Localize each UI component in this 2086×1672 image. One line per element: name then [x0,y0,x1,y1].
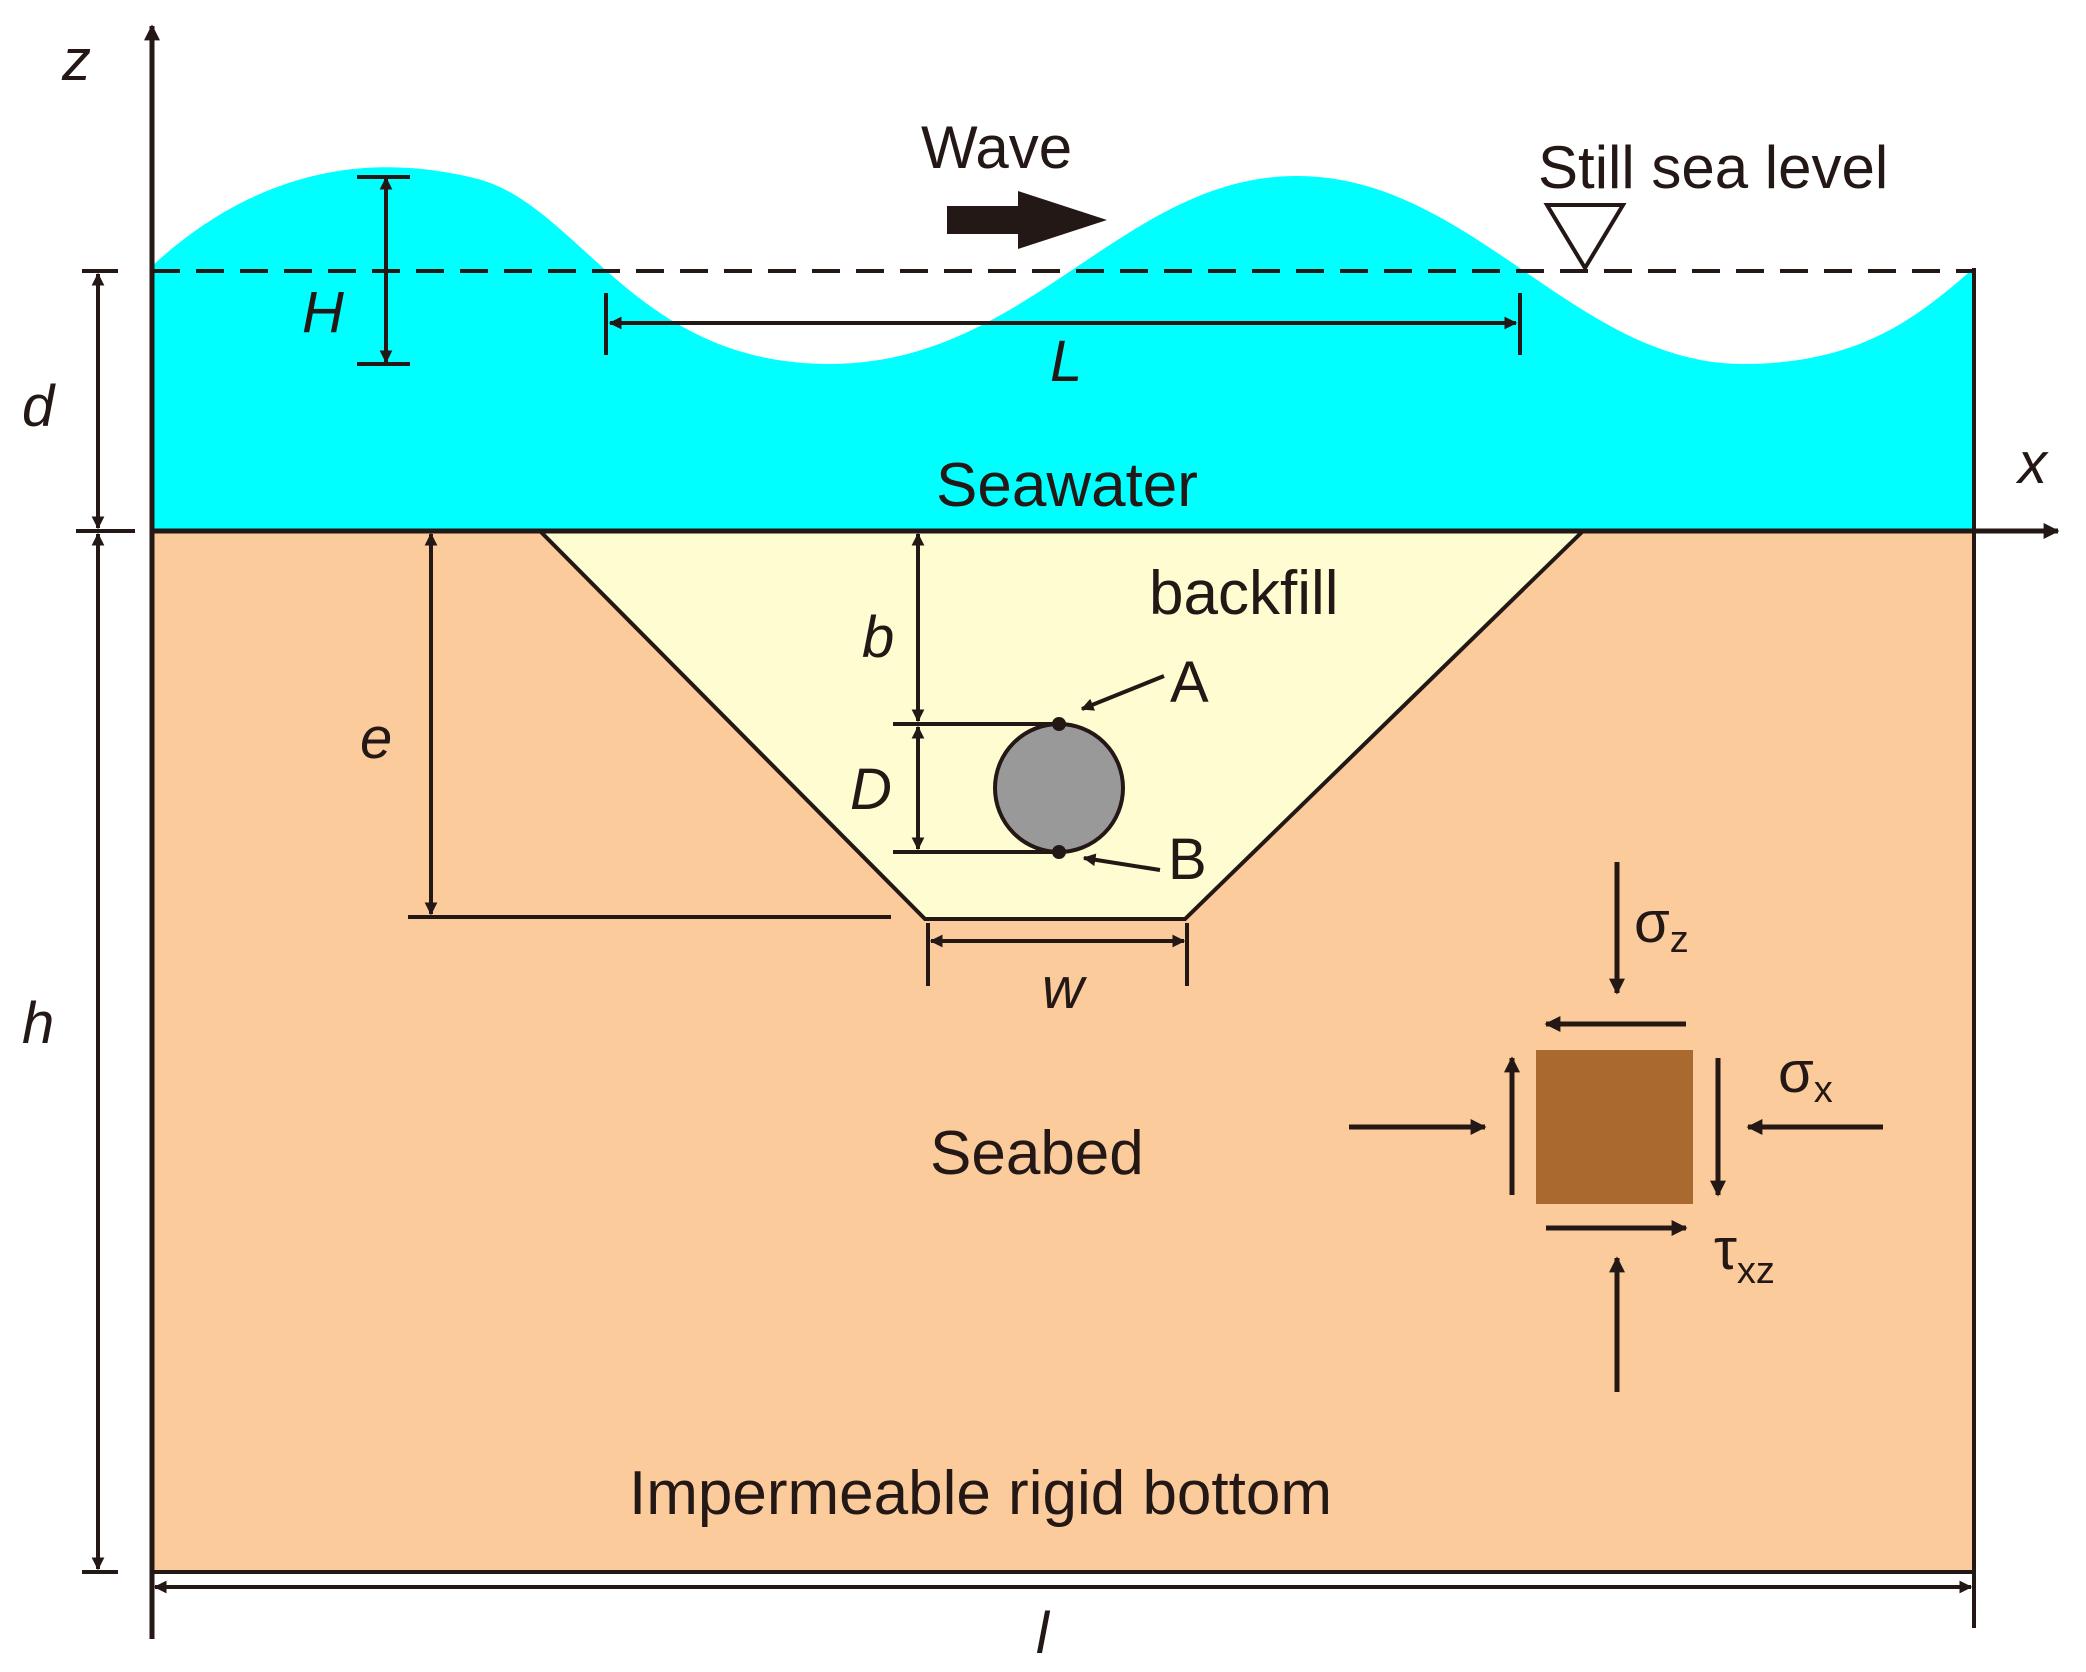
pipeline [993,722,1125,854]
point-b-marker [1052,845,1066,859]
x-axis-label: x [2015,431,2049,496]
soil-element [1536,1050,1693,1204]
still-sea-level-label: Still sea level [1538,134,1888,201]
point-b-label: B [1168,827,1207,892]
seawater-label: Seawater [936,451,1198,520]
still-sea-level-triangle-icon [1543,203,1627,272]
trench-depth-label: e [360,706,392,771]
point-a-pointer [1080,674,1165,711]
wavelength-label: L [1050,329,1082,394]
sigma-x-subscript: x [1814,1069,1833,1111]
point-a-marker [1052,717,1066,731]
tau-xz-label: τxz [1714,1217,1775,1292]
seabed-label: Seabed [930,1119,1144,1188]
water-depth-label: d [22,374,56,439]
point-a-label: A [1170,650,1209,715]
wave-direction-arrow [947,191,1107,249]
trench-width-label: w [1042,956,1087,1021]
wave-height-label: H [302,280,344,345]
sigma-z-subscript: z [1670,919,1689,961]
bottom-label: Impermeable rigid bottom [629,1459,1332,1528]
wave-label: Wave [921,114,1072,181]
pipe-diameter-label: D [850,757,892,822]
seawater-region [152,167,1974,531]
sigma-z-label: σz [1634,890,1689,961]
backfill-label: backfill [1149,559,1339,628]
tau-xz-subscript: xz [1737,1250,1775,1292]
z-axis-label: z [61,28,91,93]
burial-depth-label: b [862,605,894,670]
seabed-thickness-label: h [22,991,54,1056]
sigma-x-label: σx [1778,1040,1833,1111]
point-b-pointer [1082,853,1161,872]
domain-length-label: l [1036,1601,1051,1666]
